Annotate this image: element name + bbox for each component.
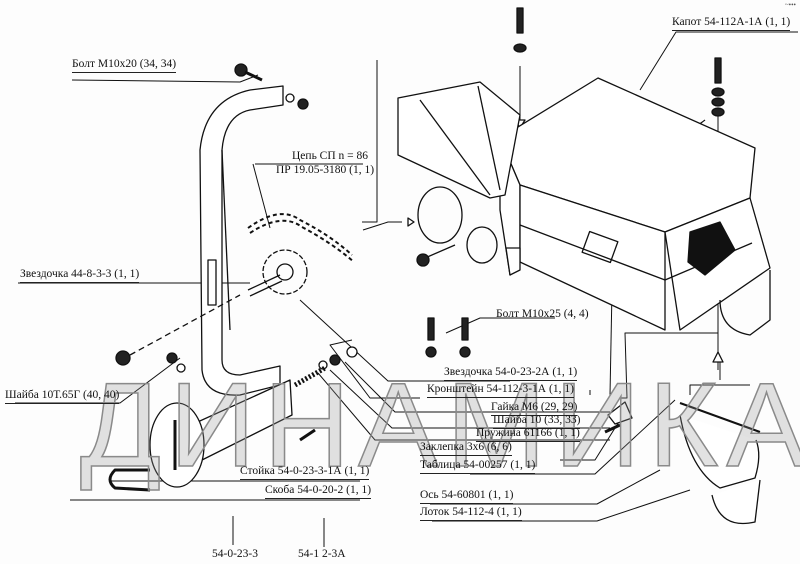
label-sprocket-54: Звездочка 54-0-23-2А (1, 1) — [444, 366, 578, 381]
label-washer-10t: Шайба 10Т.65Г (40, 40) — [5, 389, 120, 404]
label-bolt-m10x25: Болт М10х25 (4, 4) — [496, 308, 589, 320]
label-axle: Ось 54-60801 (1, 1) — [420, 489, 514, 504]
label-chain-line1: Цепь СП n = 86 — [292, 150, 369, 162]
label-nut-m6: Гайка М6 (29, 29) — [491, 401, 578, 416]
stand-part — [199, 85, 284, 396]
label-stand: Стойка 54-0-23-3-1А (1, 1) — [240, 465, 370, 480]
assembly-number-right: 54-1 2-3А — [298, 548, 346, 560]
watermark: ДИНАМИКА 76 — [79, 358, 800, 492]
label-tray: Лоток 54-112-4 (1, 1) — [420, 506, 522, 521]
label-washer-10: Шайба 10 (33, 33) — [493, 414, 581, 429]
label-chain-line2: ПР 19.05-3180 (1, 1) — [276, 164, 375, 176]
assembly-number-left: 54-0-23-3 — [212, 548, 258, 560]
label-rivet: Заклепка 3х6 (6, 6) — [420, 441, 512, 456]
label-plate: Таблица 54-00257 (1, 1) — [420, 459, 536, 474]
sprocket-part — [129, 249, 308, 356]
label-sprocket-44: Звездочка 44-8-3-3 (1, 1) — [20, 268, 140, 283]
hardware-parts — [115, 7, 725, 434]
clamp-part — [108, 379, 316, 492]
label-hood: Капот 54-112А-1А (1, 1) — [672, 16, 791, 31]
label-bolt-m10x20: Болт М10х20 (34, 34) — [72, 58, 177, 73]
chain-part — [247, 213, 355, 263]
label-bracket: Кронштейн 54-112-3-1А (1, 1) — [427, 383, 574, 398]
tray-part — [679, 402, 761, 525]
box-part — [397, 81, 521, 199]
label-spring: Пружина 61166 (1, 1) — [476, 427, 580, 442]
drive-wheel-part — [416, 186, 521, 276]
label-clamp: Скоба 54-0-20-2 (1, 1) — [265, 484, 372, 499]
hood-part — [499, 77, 771, 336]
corner-mark: ~••• — [784, 1, 796, 9]
